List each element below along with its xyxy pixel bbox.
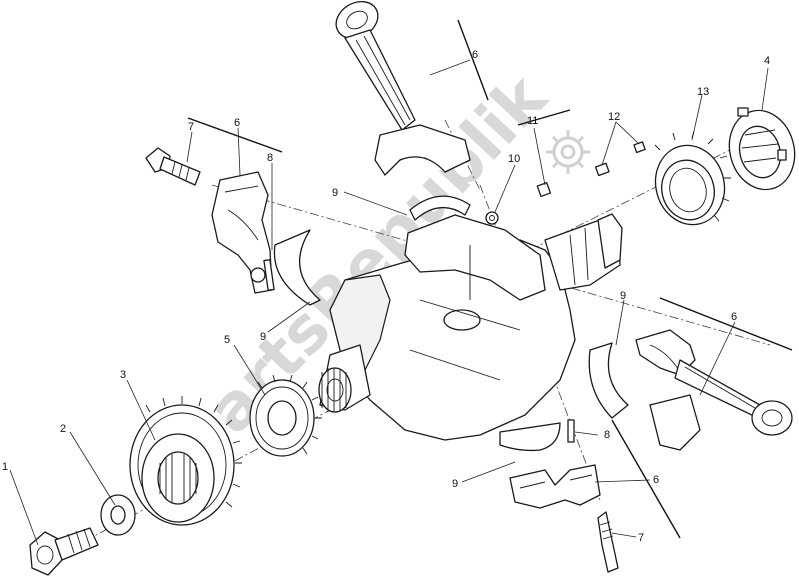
- callout-1: 1: [2, 461, 8, 473]
- watermark-gear-icon: [546, 130, 590, 174]
- group-brackets: [187, 19, 793, 539]
- cap-bolt-lower: [597, 511, 619, 573]
- cap-bolt-upper: [145, 147, 201, 186]
- bolt-1: [29, 527, 99, 576]
- plug-12a: [594, 162, 610, 177]
- bearing-shell-upper-center: [409, 195, 471, 221]
- dowel-pin-lower: [567, 419, 575, 443]
- leader-lines: [9, 59, 769, 546]
- callout-4: 4: [764, 55, 770, 67]
- callout-6-top: 6: [472, 49, 478, 61]
- dowel-pin-upper: [263, 259, 275, 291]
- bracket-6-top: [457, 19, 489, 101]
- nut-4: [728, 107, 796, 191]
- callout-9-left: 9: [260, 331, 266, 343]
- callout-6-upper-left: 6: [234, 117, 240, 129]
- gear-5: [249, 374, 322, 457]
- bearing-shell-lower: [499, 422, 561, 452]
- plug-11: [536, 182, 552, 198]
- callout-9-right: 9: [620, 290, 626, 302]
- rod-cap-lower: [509, 464, 601, 509]
- callout-5: 5: [224, 334, 230, 346]
- callout-8-upper: 8: [267, 152, 273, 164]
- bracket-6-right: [659, 297, 793, 351]
- plug-10: [485, 211, 499, 225]
- connecting-rod-top: [335, 0, 471, 176]
- bracket-6-lower: [611, 419, 681, 539]
- bearing-shell-right: [588, 342, 629, 419]
- callout-7-lower: 7: [638, 532, 644, 544]
- callout-2: 2: [60, 423, 66, 435]
- callout-8-lower: 8: [604, 429, 610, 441]
- callout-3: 3: [120, 369, 126, 381]
- connecting-rod-right: [635, 329, 793, 451]
- callout-6-right: 6: [731, 311, 737, 323]
- plug-12b: [633, 141, 646, 154]
- callout-9-upper: 9: [332, 187, 338, 199]
- callout-9-lower: 9: [452, 478, 458, 490]
- callout-10: 10: [508, 153, 520, 165]
- gear-13: [654, 130, 731, 226]
- gear-3: [129, 396, 242, 526]
- callout-7-upper: 7: [188, 121, 194, 133]
- washer-2: [100, 494, 136, 536]
- rod-cap-upper-left: [211, 171, 273, 294]
- callout-13: 13: [697, 86, 709, 98]
- crankshaft: [318, 213, 623, 441]
- bracket-6-upper-left: [187, 117, 283, 153]
- callout-6-lower: 6: [653, 474, 659, 486]
- callout-12: 12: [608, 111, 620, 123]
- callout-labels: 1 2 3 4 5 6 6 6 6 7 7 8 8 9 9 9 9 10 11 …: [2, 49, 770, 544]
- callout-11: 11: [527, 115, 538, 127]
- bracket-11: [517, 109, 571, 126]
- bearing-shell-upper-left: [273, 229, 321, 306]
